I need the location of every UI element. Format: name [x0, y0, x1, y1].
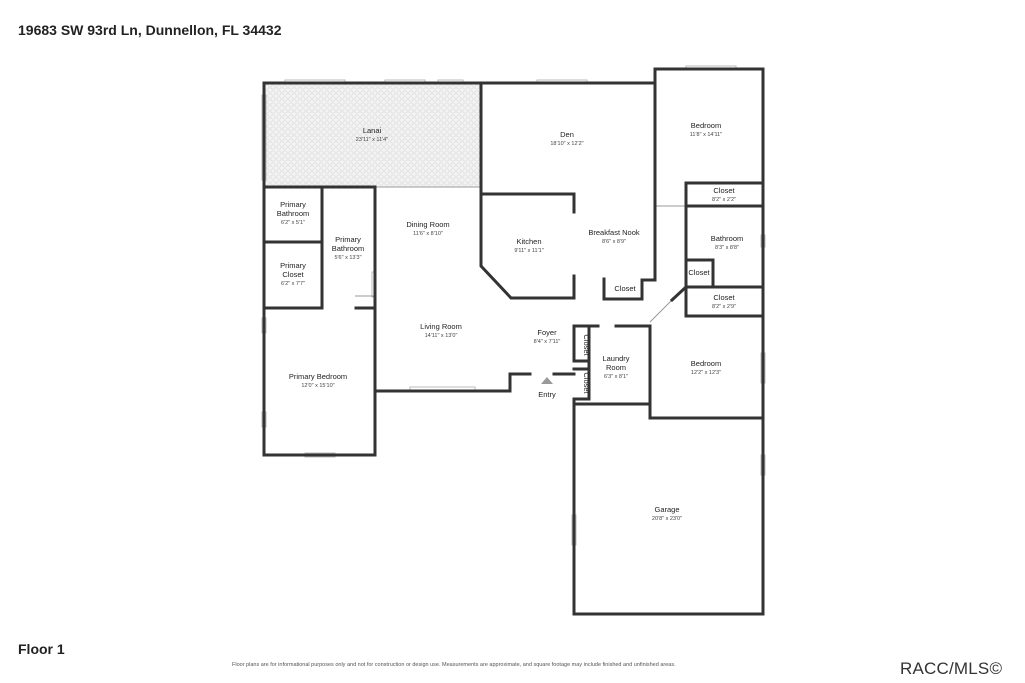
room-name: Dining Room — [406, 220, 449, 229]
room-name: Foyer — [537, 328, 557, 337]
walls — [262, 67, 765, 616]
room-dims: 9'11" x 11'1" — [514, 248, 543, 254]
room-dims: 8'4" x 7'11" — [534, 339, 561, 345]
room-dims: 8'3" x 8'8" — [715, 245, 739, 251]
room-name: Closet — [614, 284, 636, 293]
room-dims: 11'6" x 8'10" — [413, 231, 443, 237]
room-name: Bathroom — [711, 234, 744, 243]
property-address: 19683 SW 93rd Ln, Dunnellon, FL 34432 — [18, 22, 282, 38]
room-name: Laundry — [602, 354, 629, 363]
room-name: Closet — [688, 268, 710, 277]
disclaimer: Floor plans are for informational purpos… — [232, 662, 676, 668]
room-dims: 20'8" x 23'0" — [652, 516, 682, 522]
room-name: Closet — [582, 372, 591, 394]
room-name: Room — [606, 363, 626, 372]
room-name: Breakfast Nook — [588, 228, 640, 237]
room-name: Den — [560, 130, 574, 139]
entry-label: Entry — [538, 390, 556, 399]
room-dims: 12'2" x 12'3" — [691, 370, 721, 376]
room-dims: 5'6" x 13'3" — [334, 255, 361, 261]
room-dims: 11'8" x 14'11" — [690, 132, 722, 138]
entry-arrow-icon — [541, 377, 553, 384]
room-dims: 8'6" x 8'9" — [602, 239, 626, 245]
room-name: Bathroom — [332, 244, 365, 253]
room-name: Bathroom — [277, 209, 310, 218]
room-dims: 23'11" x 11'4" — [356, 137, 388, 143]
room-dims: 6'2" x 7'7" — [281, 281, 305, 287]
room-name: Primary — [280, 261, 306, 270]
room-name: Closet — [582, 334, 591, 356]
room-name: Bedroom — [691, 121, 721, 130]
room-name: Closet — [282, 270, 304, 279]
room-dims: 14'11" x 13'0" — [425, 333, 458, 339]
room-name: Living Room — [420, 322, 462, 331]
room-name: Primary — [280, 200, 306, 209]
room-name: Bedroom — [691, 359, 721, 368]
mls-watermark: RACC/MLS© — [900, 659, 1003, 678]
room-name: Garage — [654, 505, 679, 514]
room-dims: 6'3" x 8'1" — [604, 374, 628, 380]
room-dims: 8'2" x 2'9" — [712, 304, 736, 310]
room-name: Primary — [335, 235, 361, 244]
room-name: Primary Bedroom — [289, 372, 347, 381]
room-name: Closet — [713, 293, 735, 302]
room-dims: 8'2" x 2'2" — [712, 197, 736, 203]
room-labels: Lanai 23'11" x 11'4" Den 18'10" x 12'2" … — [277, 121, 744, 522]
room-name: Closet — [713, 186, 735, 195]
room-dims: 18'10" x 12'2" — [550, 141, 583, 147]
room-name: Kitchen — [516, 237, 541, 246]
floor-label: Floor 1 — [18, 641, 65, 657]
room-dims: 12'0" x 15'10" — [301, 383, 334, 389]
lanai-floor — [264, 83, 481, 187]
room-name: Lanai — [363, 126, 382, 135]
room-dims: 6'2" x 5'1" — [281, 220, 305, 226]
